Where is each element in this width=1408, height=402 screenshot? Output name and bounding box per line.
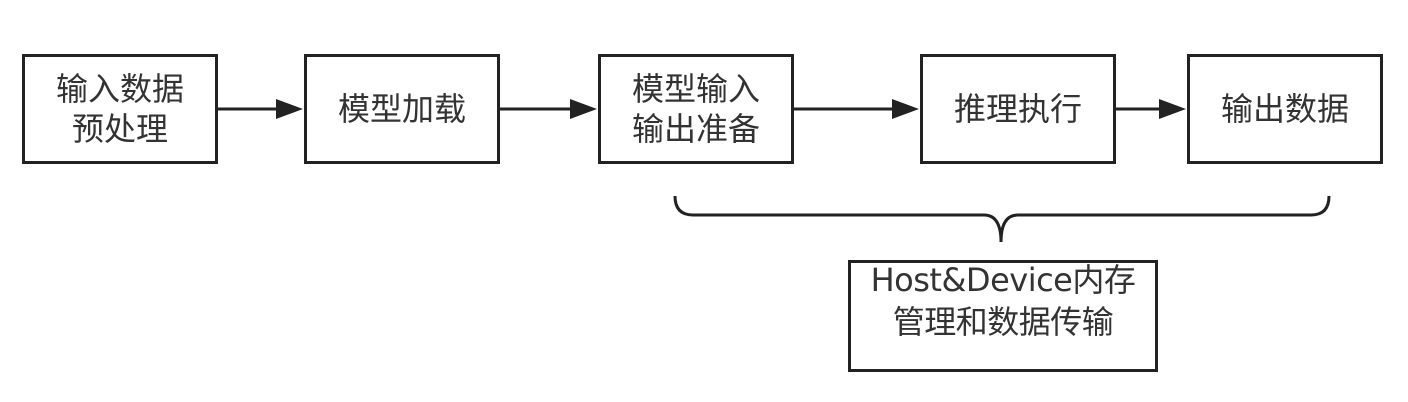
step-preprocess-input-label: 输入数据 预处理 — [55, 70, 184, 148]
step-load-model-box: 模型加载 — [304, 54, 500, 164]
memory-management-box: Host&Device内存管理和数据传输 — [848, 260, 1158, 372]
step-run-inference-box: 推理执行 — [920, 54, 1116, 164]
curly-brace — [673, 195, 1331, 243]
step-run-inference-label: 推理执行 — [953, 90, 1082, 128]
arrowhead-step1-to-step2 — [276, 99, 303, 119]
arrowhead-step4-to-step5 — [1159, 99, 1186, 119]
arrowhead-step3-to-step4 — [892, 99, 919, 119]
step-load-model-label: 模型加载 — [337, 90, 466, 128]
memory-management-label: Host&Device内存管理和数据传输 — [870, 261, 1136, 341]
step-prepare-io-label: 模型输入 输出准备 — [631, 70, 760, 148]
step-prepare-io-box: 模型输入 输出准备 — [598, 54, 794, 164]
step-output-data-label: 输出数据 — [1220, 90, 1349, 128]
step-output-data-box: 输出数据 — [1187, 54, 1383, 164]
arrowhead-step2-to-step3 — [570, 99, 597, 119]
step-preprocess-input-box: 输入数据 预处理 — [22, 54, 218, 164]
